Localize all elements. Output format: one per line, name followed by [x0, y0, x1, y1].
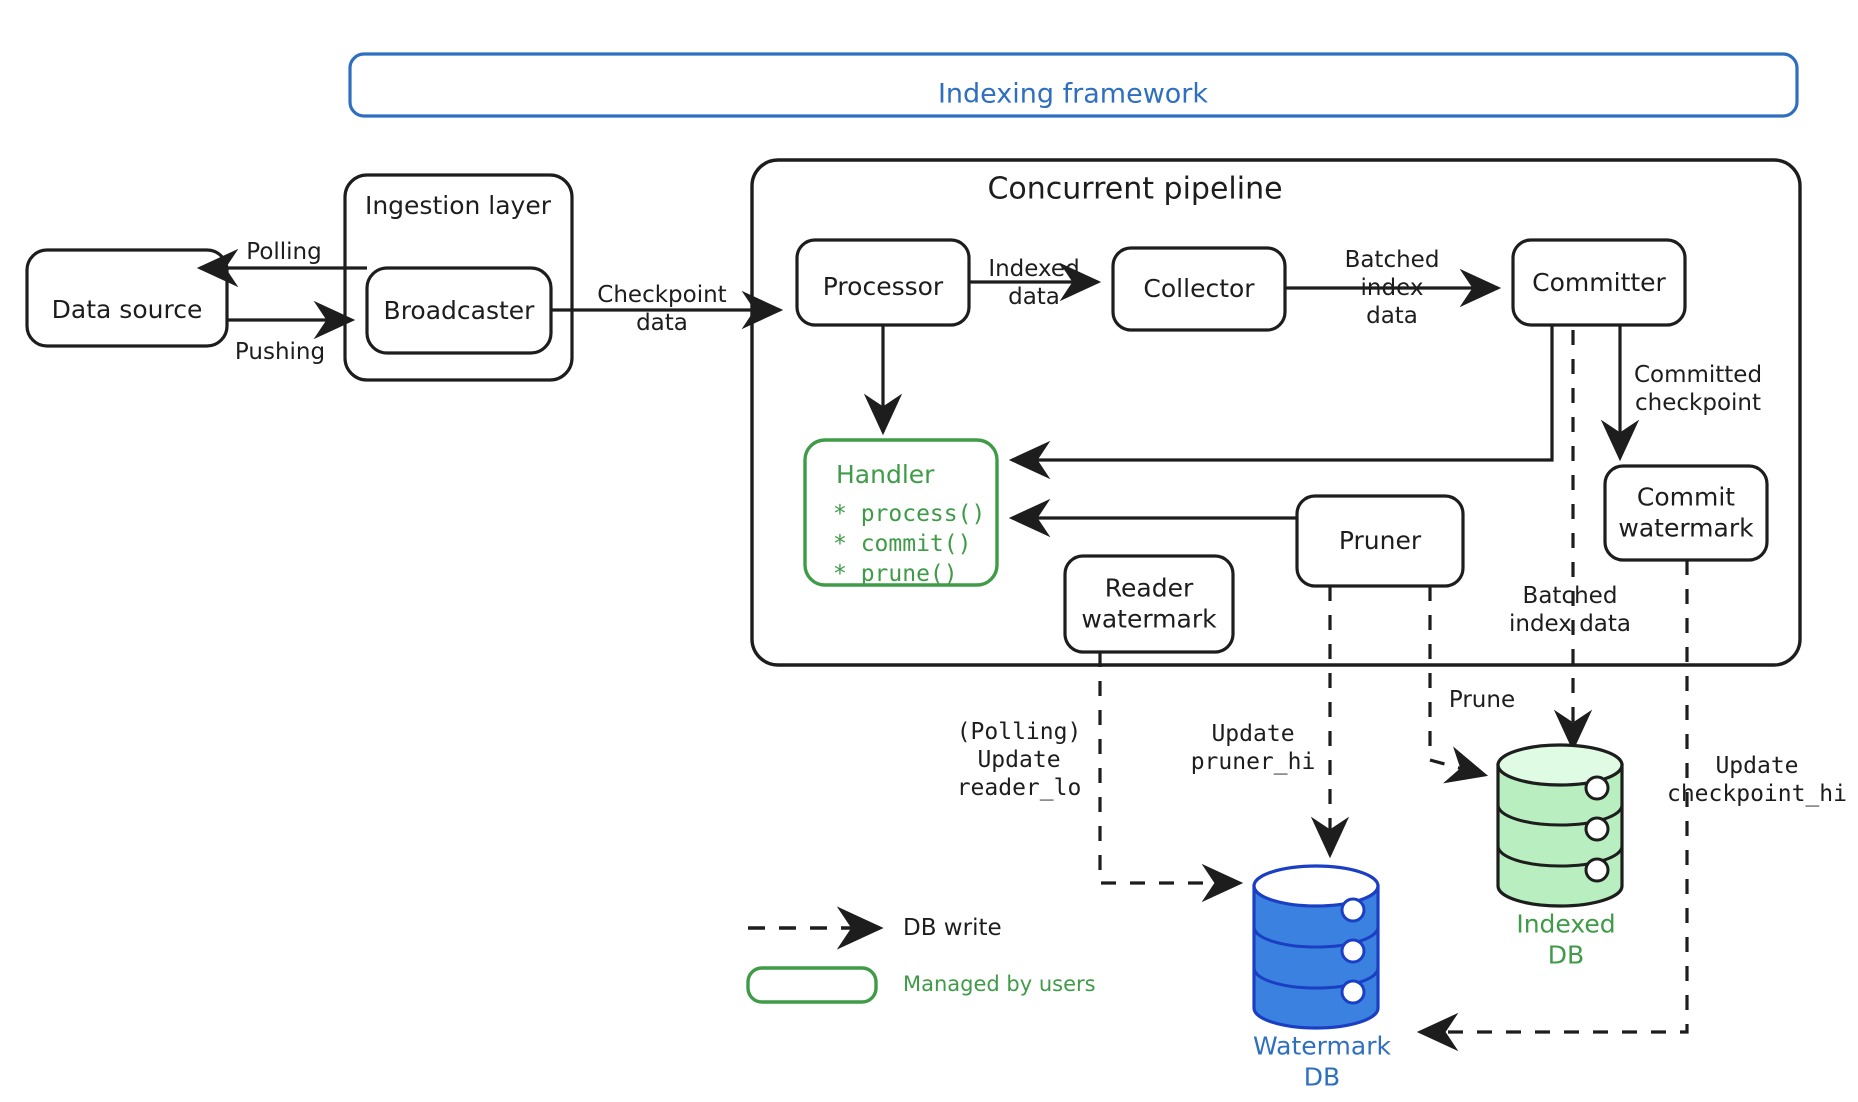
edge-committer-to-handler [1008, 325, 1554, 480]
reader-watermark-label: Reader watermark [1081, 573, 1217, 634]
edge-label-batched-index-data-bottom: Batched index data [1508, 582, 1632, 637]
handler-method-process: * process() [833, 501, 986, 527]
pruner-label: Pruner [1338, 525, 1422, 555]
legend-green-box [746, 966, 878, 1004]
edge-label-pushing: Pushing [234, 338, 326, 365]
data-source-box [25, 248, 229, 348]
indexed-db-label: Indexed DB [1516, 909, 1616, 970]
edge-label-polling: Polling [246, 238, 322, 265]
committer-box [1511, 238, 1687, 327]
edge-commit-watermark-to-watermark-db [1416, 560, 1689, 1052]
edge-label-update-checkpoint-hi: Update checkpoint_hi [1666, 752, 1848, 807]
indexing-framework-title: Indexing framework [937, 78, 1209, 110]
committer-label: Committer [1532, 267, 1666, 297]
collector-label: Collector [1143, 273, 1255, 303]
reader-watermark-box [1063, 554, 1235, 654]
broadcaster-label: Broadcaster [383, 295, 535, 325]
watermark-db-label: Watermark DB [1253, 1031, 1391, 1092]
edge-label-update-pruner-hi: Update pruner_hi [1190, 720, 1316, 775]
handler-method-prune: * prune() [833, 561, 958, 587]
handler-method-commit: * commit() [833, 531, 972, 557]
indexed-db-cylinder [1496, 743, 1624, 908]
concurrent-pipeline-title: Concurrent pipeline [987, 171, 1283, 207]
concurrent-pipeline-container [750, 158, 1802, 667]
handler-box [803, 438, 999, 587]
ingestion-layer-container [343, 173, 574, 382]
edge-label-committed-checkpoint: Committed checkpoint [1633, 361, 1763, 416]
indexing-framework-container [348, 52, 1799, 118]
commit-watermark-label: Commit watermark [1618, 482, 1754, 543]
edge-reader-watermark-to-watermark-db [1098, 652, 1244, 903]
edge-label-batched-index-data-top: Batched index data [1344, 246, 1440, 330]
edge-label-checkpoint-data: Checkpoint data [597, 281, 727, 336]
edge-label-indexed-data: Indexed data [988, 255, 1080, 310]
edge-label-polling-update-reader-lo: (Polling) Update reader_lo [956, 718, 1082, 802]
data-source-label: Data source [51, 294, 203, 324]
pruner-box [1295, 494, 1465, 588]
edge-pruner-prune-to-indexed-db [1428, 586, 1489, 784]
processor-label: Processor [822, 271, 944, 301]
handler-title: Handler [836, 460, 935, 489]
ingestion-layer-title: Ingestion layer [364, 190, 552, 220]
legend-managed-by-users-label: Managed by users [903, 972, 1096, 996]
watermark-db-cylinder [1252, 864, 1380, 1030]
legend-db-write-label: DB write [903, 915, 1002, 941]
edge-label-prune: Prune [1448, 686, 1516, 713]
